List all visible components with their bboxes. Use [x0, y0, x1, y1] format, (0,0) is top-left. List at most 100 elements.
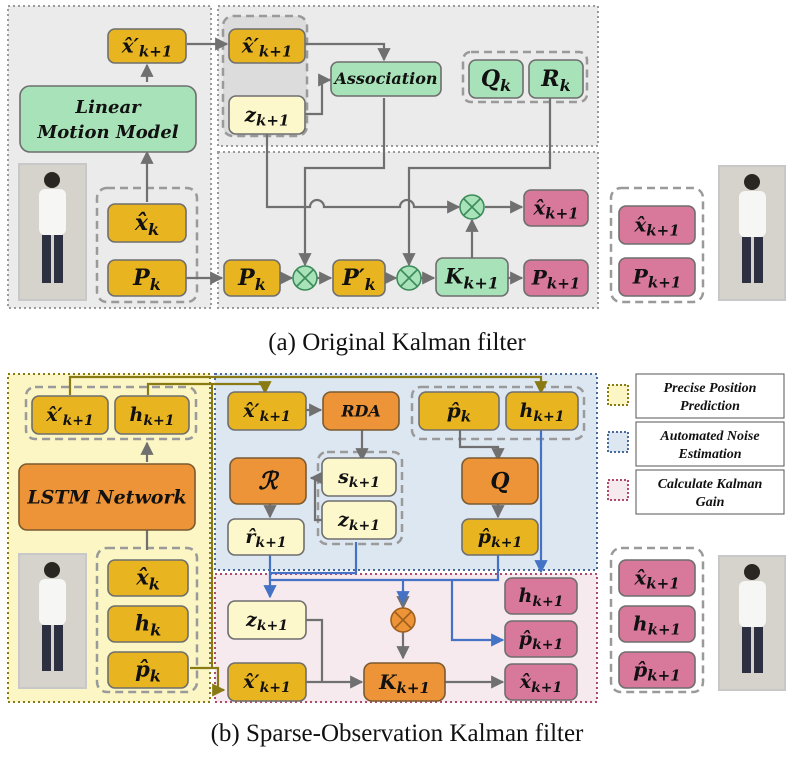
- svg-text:Qk: Qk: [481, 66, 511, 95]
- a-node-r: Rk: [528, 59, 584, 99]
- a-node-k-gain: Kk+1: [435, 257, 509, 297]
- svg-text:x̂′k+1: x̂′k+1: [121, 33, 173, 60]
- svg-text:p̂k+1: p̂k+1: [519, 628, 563, 653]
- svg-text:zk+1: zk+1: [337, 509, 380, 534]
- a-multiply-2: [396, 265, 422, 291]
- a-node-x-k: x̂k: [107, 203, 187, 243]
- svg-text:RDA: RDA: [340, 401, 381, 420]
- b-node-h-final: hk+1: [618, 605, 696, 643]
- b-node-h-mid: hk+1: [505, 391, 579, 431]
- a-node-p-prime-k: P′k: [332, 259, 386, 297]
- b-node-x-low: x̂k+1: [504, 663, 578, 701]
- svg-text:P′k: P′k: [341, 265, 375, 294]
- svg-text:zk+1: zk+1: [244, 102, 290, 129]
- svg-text:Pk+1: Pk+1: [632, 264, 681, 291]
- svg-text:r̂k+1: r̂k+1: [245, 526, 286, 551]
- svg-text:x̂k: x̂k: [134, 210, 159, 239]
- svg-text:x̂′k+1: x̂′k+1: [242, 671, 291, 696]
- svg-text:Linear: Linear: [74, 97, 142, 118]
- b-node-k-gain: Kk+1: [363, 662, 446, 702]
- b-node-z-mid: zk+1: [321, 500, 397, 540]
- svg-text:x̂k+1: x̂k+1: [532, 195, 578, 222]
- b-node-h-k: hk: [107, 605, 189, 643]
- legend: Precise Position Prediction Automated No…: [607, 373, 785, 515]
- b-node-x-prime-top: x̂′k+1: [31, 395, 109, 435]
- arrows-a: [140, 37, 552, 285]
- person-image-b-right: [718, 555, 786, 691]
- svg-text:hk+1: hk+1: [520, 400, 565, 425]
- legend-precise-line2: Prediction: [680, 399, 740, 414]
- b-node-p-k: p̂k: [107, 651, 189, 689]
- svg-text:Pk: Pk: [237, 265, 266, 294]
- person-image-a-right: [718, 165, 786, 301]
- b-node-h-low: hk+1: [504, 577, 578, 615]
- svg-text:Association: Association: [332, 69, 437, 88]
- svg-text:hk+1: hk+1: [633, 611, 681, 638]
- b-node-x-final: x̂k+1: [618, 559, 696, 597]
- b-node-x-prime-low: x̂′k+1: [227, 662, 307, 702]
- svg-text:x̂′k+1: x̂′k+1: [45, 404, 94, 429]
- arrows-b-blue: [263, 430, 548, 647]
- b-node-s: sk+1: [321, 457, 397, 497]
- legend-precise-line1: Precise Position: [664, 381, 757, 396]
- svg-text:x̂k: x̂k: [135, 565, 160, 594]
- a-node-p-k-in: Pk: [107, 259, 187, 297]
- svg-text:x̂k+1: x̂k+1: [519, 671, 563, 696]
- svg-text:Q: Q: [490, 468, 509, 494]
- b-node-p-hat-k1: p̂k+1: [461, 518, 539, 556]
- svg-text:p̂k: p̂k: [447, 398, 471, 425]
- b-node-r-calligraphic: ℛ: [229, 457, 307, 505]
- a-node-x-prime-assoc: x̂′k+1: [228, 28, 306, 64]
- svg-text:Motion Model: Motion Model: [36, 122, 178, 143]
- b-node-p-final: p̂k+1: [618, 651, 696, 689]
- arrows-b-gray: [140, 403, 505, 689]
- svg-text:p̂k+1: p̂k+1: [478, 526, 522, 551]
- b-node-r-hat: r̂k+1: [227, 518, 305, 556]
- a-node-association: Association: [330, 61, 442, 97]
- svg-text:Kk+1: Kk+1: [378, 670, 430, 697]
- legend-gain-line1: Calculate Kalman: [658, 477, 763, 492]
- caption-a: (a) Original Kalman filter: [268, 329, 526, 356]
- b-node-x-prime-mid: x̂′k+1: [227, 391, 307, 431]
- b-multiply: [390, 607, 416, 633]
- a-multiply-3: [459, 194, 485, 220]
- a-node-x-final: x̂k+1: [618, 205, 696, 245]
- a-multiply-1: [292, 265, 318, 291]
- svg-text:hk+1: hk+1: [130, 404, 175, 429]
- b-node-p-hat-k: p̂k: [418, 391, 500, 431]
- svg-text:x̂′k+1: x̂′k+1: [241, 33, 293, 60]
- svg-text:hk+1: hk+1: [519, 585, 564, 610]
- svg-text:LSTM Network: LSTM Network: [26, 486, 186, 508]
- b-node-lstm: LSTM Network: [18, 463, 196, 531]
- a-node-z: zk+1: [228, 95, 306, 135]
- person-image-a-left: [18, 163, 87, 301]
- person-image-b-left: [18, 553, 87, 689]
- svg-text:x̂′k+1: x̂′k+1: [242, 400, 291, 425]
- caption-b: (b) Sparse-Observation Kalman filter: [210, 720, 584, 747]
- svg-text:x̂k+1: x̂k+1: [633, 565, 679, 592]
- a-node-p-k: Pk: [223, 259, 281, 297]
- a-node-q: Qk: [468, 59, 524, 99]
- a-node-p-final: Pk+1: [618, 257, 696, 297]
- svg-text:Kk+1: Kk+1: [444, 264, 499, 293]
- b-node-z-low: zk+1: [227, 600, 307, 640]
- legend-noise-line2: Estimation: [677, 447, 741, 462]
- a-node-x-prime-top: x̂′k+1: [107, 28, 187, 64]
- b-node-q: Q: [461, 457, 539, 505]
- legend-noise-line1: Automated Noise: [659, 429, 759, 444]
- b-node-p-low: p̂k+1: [504, 620, 578, 658]
- svg-text:ℛ: ℛ: [258, 466, 280, 495]
- b-node-rda: RDA: [322, 391, 400, 431]
- b-node-x-k: x̂k: [107, 559, 189, 597]
- svg-text:x̂k+1: x̂k+1: [633, 212, 679, 239]
- arrows-b-olive: [68, 375, 548, 697]
- a-node-p-out: Pk+1: [523, 259, 589, 297]
- svg-text:hk: hk: [135, 611, 161, 640]
- svg-text:p̂k: p̂k: [135, 657, 161, 686]
- svg-text:Pk: Pk: [132, 265, 161, 294]
- svg-text:p̂k+1: p̂k+1: [633, 657, 680, 684]
- legend-gain-line2: Gain: [696, 495, 725, 510]
- svg-text:sk+1: sk+1: [337, 466, 380, 491]
